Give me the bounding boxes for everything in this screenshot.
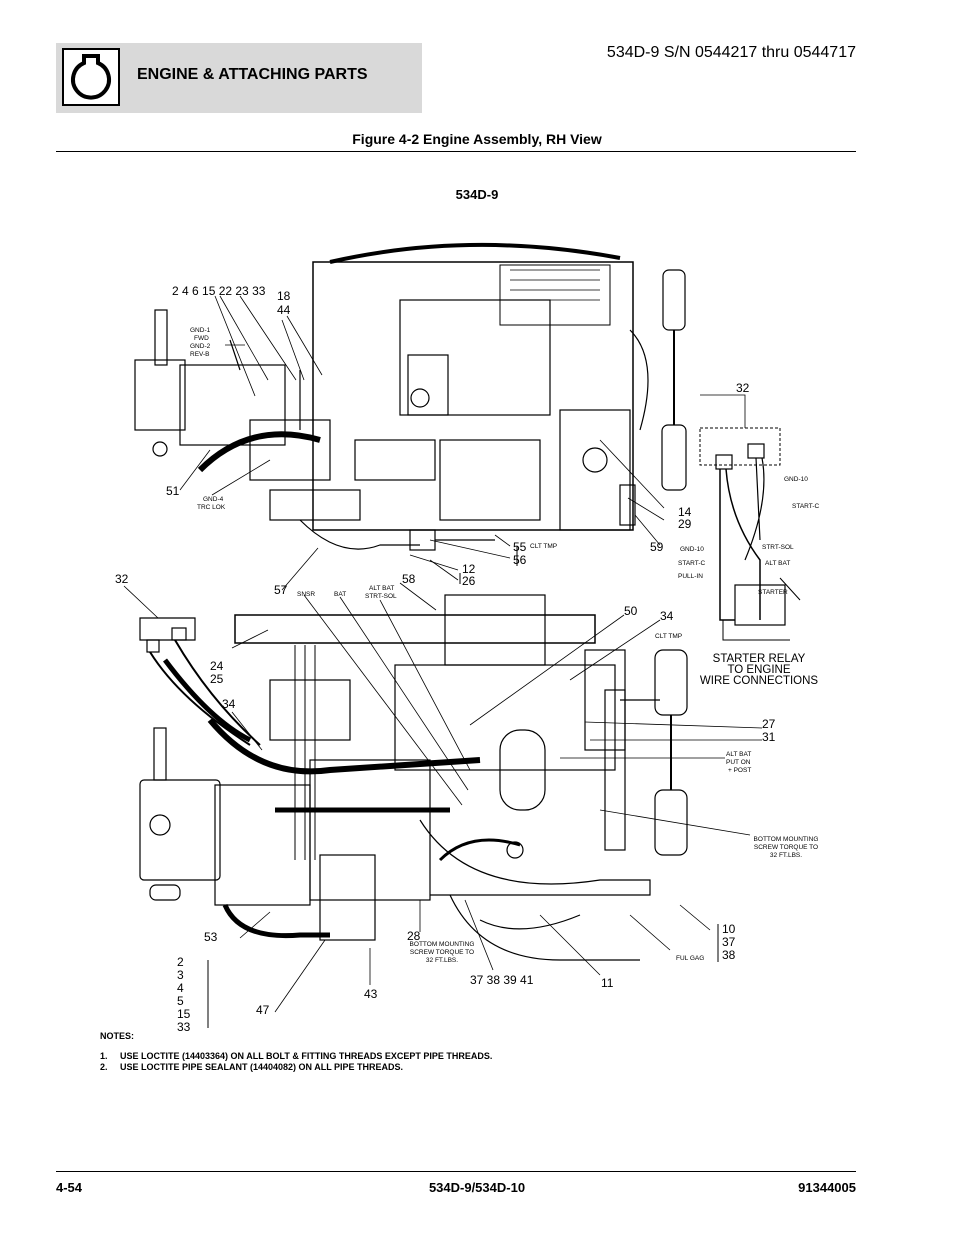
callout-stack-15: 15 [177,1007,191,1021]
footer-model: 534D-9/534D-10 [428,1180,526,1195]
label-fulgag: FUL GAG [676,955,704,962]
section-title: ENGINE & ATTACHING PARTS [137,66,368,83]
callout-25: 25 [210,672,224,686]
callout-11: 11 [601,976,614,990]
callout-47: 47 [256,1003,270,1017]
callout-34: 34 [222,697,236,711]
note-text: USE LOCTITE (14403364) ON ALL BOLT & FIT… [120,1051,493,1061]
callout-32-relay: 32 [736,381,750,395]
callout-29: 29 [678,517,692,531]
relay-caption-1: STARTER RELAY [713,653,806,665]
label-pullin: PULL-IN [678,573,703,580]
engine-icon [62,48,120,106]
callout-stack-3: 3 [177,968,184,982]
callout-51: 51 [166,484,180,498]
callout-58: 58 [402,572,416,586]
relay-caption-3: WIRE CONNECTIONS [700,675,819,687]
label-bm-right-3: 32 FT.LBS. [770,852,802,859]
label-gnd2: GND-2 [190,343,211,350]
callout-28: 28 [407,929,421,943]
label-revb: REV-B [190,351,210,358]
callout-50: 50 [624,604,638,618]
label-bm-left-2: SCREW TORQUE TO [410,949,474,956]
lower-leader-lines [123,546,763,1028]
label-gnd1: GND-1 [190,327,211,334]
callout-44: 44 [277,303,291,317]
label-bm-right-1: BOTTOM MOUNTING [754,836,819,843]
callout-stack-33: 33 [177,1020,191,1034]
label-altbat-relay: ALT BAT [765,560,790,567]
label-altbat: ALT BAT [369,585,394,592]
part-number: 91344005 [798,1180,856,1195]
lower-engine-illustration [139,594,688,961]
callout-37-38-39-41: 37 38 39 41 [470,973,534,987]
figure-model: 534D-9 [455,187,499,202]
label-strtsol: STRT-SOL [762,544,794,551]
label-bm-left-1: BOTTOM MOUNTING [410,941,475,948]
label-starter: STARTER [758,589,788,596]
label-clttmp-lower: CLT TMP [655,633,682,640]
note-item: 2. USE LOCTITE PIPE SEALANT (14404082) O… [100,1062,540,1073]
callout-10: 10 [722,922,736,936]
callout-57: 57 [274,583,288,597]
label-snsr: SNSR [297,591,315,598]
callout-32: 32 [115,572,129,586]
note-text: USE LOCTITE PIPE SEALANT (14404082) ON A… [120,1062,404,1072]
callout-56: 56 [513,553,527,567]
callout-55: 55 [513,540,527,554]
callout-31: 31 [762,730,776,744]
upper-engine-illustration [134,242,687,551]
callout-27: 27 [762,717,776,731]
note-number: 1. [100,1051,108,1061]
upper-leader-lines [179,295,746,591]
callout-26: 26 [462,574,476,588]
label-gnd10: GND-10 [680,546,704,553]
label-startc-top: START-C [792,503,820,510]
label-bat: BAT [334,591,346,598]
notes-heading: NOTES: [100,1031,135,1041]
label-altbat-put-2: PUT ON [726,759,751,766]
label-clttmp-upper: CLT TMP [530,543,557,550]
callout-stack-5: 5 [177,994,184,1008]
callout-38: 38 [722,948,736,962]
callout-34-relay: 34 [660,609,674,623]
figure-title: Figure 4-2 Engine Assembly, RH View [352,131,602,147]
label-altbat-put-3: + POST [728,767,751,774]
label-bm-left-3: 32 FT.LBS. [426,957,458,964]
header-rule [56,151,856,152]
note-number: 2. [100,1062,108,1072]
label-gnd10-top: GND-10 [784,476,808,483]
notes-section: NOTES: 1. USE LOCTITE (14403364) ON ALL … [100,1031,540,1073]
callout-18: 18 [277,289,291,303]
callout-53: 53 [204,930,218,944]
callout-stack-2: 2 [177,955,184,969]
callout-2-4-6-15-22-23-33: 2 4 6 15 22 23 33 [172,284,266,298]
callout-59: 59 [650,540,664,554]
label-altbat-put-1: ALT BAT [726,751,751,758]
callout-43: 43 [364,987,378,1001]
label-bm-right-2: SCREW TORQUE TO [754,844,818,851]
note-item: 1. USE LOCTITE (14403364) ON ALL BOLT & … [100,1051,540,1062]
callout-12: 12 [462,562,476,576]
callout-37: 37 [722,935,736,949]
relay-caption-2: TO ENGINE [727,664,790,676]
starter-relay-detail [699,427,801,641]
label-startc: START-C [678,560,706,567]
serial-range: 534D-9 S/N 0544217 thru 0544717 [606,44,856,61]
label-strtsol-lower: STRT-SOL [365,593,397,600]
page-number: 4-54 [56,1180,83,1195]
label-fwd: FWD [194,335,209,342]
callout-14: 14 [678,505,692,519]
footer-rule [56,1171,856,1172]
label-trclok: TRC LOK [197,504,226,511]
callout-stack-4: 4 [177,981,184,995]
callout-24: 24 [210,659,224,673]
label-gnd4: GND-4 [203,496,224,503]
